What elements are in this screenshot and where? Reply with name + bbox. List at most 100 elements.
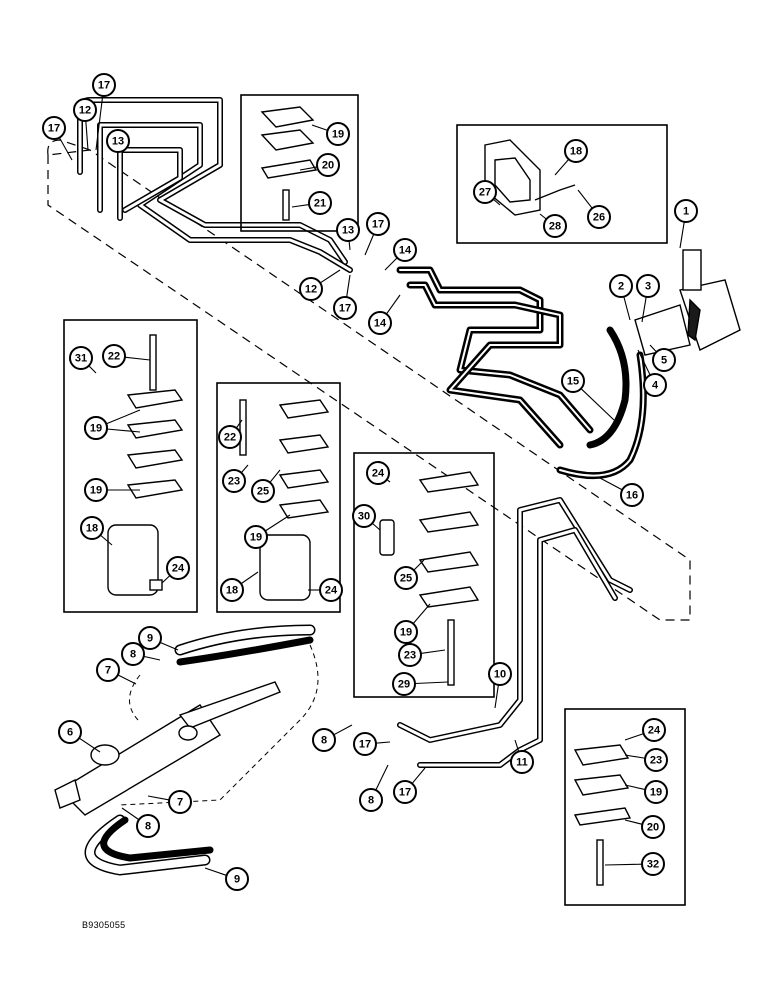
callout-circle [69,346,93,370]
callout-circle [642,718,666,742]
callout-leader [641,296,647,323]
callout-number: 18 [86,523,98,535]
callout-leader [204,867,227,876]
callout-c12a: 12 [73,98,97,122]
callout-leader [420,649,446,654]
callout-circle [368,311,392,335]
callout-leader [348,240,351,251]
callout-number: 1 [683,206,689,218]
callout-circle [166,556,190,580]
callout-c19f: 19 [644,780,668,804]
callout-circle [366,461,390,485]
callout-number: 20 [322,160,334,172]
callout-leader [264,514,291,532]
inset-top-center [240,94,359,232]
callout-c19g: 19 [84,416,108,440]
callout-c3: 3 [636,274,660,298]
callout-number: 32 [647,859,659,871]
leader-lines [58,95,685,876]
callout-c30: 30 [352,504,376,528]
callout-leader [159,641,179,651]
callout-leader [240,464,249,474]
callout-number: 19 [90,423,102,435]
callout-number: 23 [404,650,416,662]
callout-c8d: 8 [359,788,383,812]
callout-c16: 16 [620,483,644,507]
callout-c26: 26 [587,205,611,229]
callout-number: 17 [399,787,411,799]
callout-leader [147,795,170,801]
callout-c19d: 19 [244,525,268,549]
callout-circle [319,578,343,602]
callout-c9a: 9 [138,626,162,650]
callout-leader [599,477,623,491]
inset-center [353,452,495,698]
callout-leader [412,603,431,625]
callout-number: 13 [112,136,124,148]
callout-number: 4 [652,380,659,392]
callout-c9b: 9 [225,867,249,891]
callout-circle [561,369,585,393]
callout-c21: 21 [308,191,332,215]
callout-number: 26 [593,212,605,224]
callout-c18b: 18 [80,516,104,540]
callout-circle [488,662,512,686]
callout-number: 25 [400,573,412,585]
callout-circle [102,344,126,368]
callout-number: 17 [48,123,60,135]
callout-leader [311,124,328,131]
callout-leader [299,166,318,171]
callout-c18a: 18 [564,139,588,163]
callout-number: 29 [398,679,410,691]
callout-circle [392,672,416,696]
callout-c7a: 7 [96,658,120,682]
callout-c19c: 19 [84,478,108,502]
callout-leader [384,257,398,271]
callout-leader [88,365,97,374]
callout-number: 17 [339,303,351,315]
inset-bottom-right [564,708,686,906]
callout-circle [366,212,390,236]
callout-number: 18 [570,146,582,158]
callout-c23c: 23 [644,748,668,772]
callout-circle [220,578,244,602]
callout-leader [161,575,171,584]
callout-number: 2 [618,281,624,293]
callout-number: 21 [314,198,326,210]
callout-c8a: 8 [121,642,145,666]
callout-leader [492,198,501,206]
callout-circle [644,780,668,804]
callout-number: 18 [226,585,238,597]
callout-circle [336,218,360,242]
callout-number: 23 [650,755,662,767]
callout-circle [225,867,249,891]
callout-c20a: 20 [316,153,340,177]
callout-circle [609,274,633,298]
callout-circle [73,98,97,122]
callout-number: 24 [372,468,385,480]
callout-number: 30 [358,511,370,523]
callout-c11: 11 [510,750,534,774]
callout-c2: 2 [609,274,633,298]
callout-circle [84,416,108,440]
callout-c27: 27 [473,180,497,204]
callout-number: 22 [224,432,236,444]
callout-leader [385,294,401,315]
callout-leader [514,739,520,752]
callout-c31: 31 [69,346,93,370]
callout-number: 9 [234,874,240,886]
callout-leader [623,296,631,321]
callout-c23a: 23 [222,469,246,493]
callout-c17d: 17 [333,296,357,320]
callout-circle [316,153,340,177]
callout-c12b: 12 [299,277,323,301]
callout-leader [240,571,259,585]
callout-leader [375,741,391,744]
callout-c32: 32 [641,852,665,876]
callout-circle [92,73,116,97]
callout-circle [312,728,336,752]
callout-number: 20 [647,822,659,834]
callout-leader [269,469,281,483]
callout-leader [637,349,651,376]
callout-leader [333,724,353,736]
